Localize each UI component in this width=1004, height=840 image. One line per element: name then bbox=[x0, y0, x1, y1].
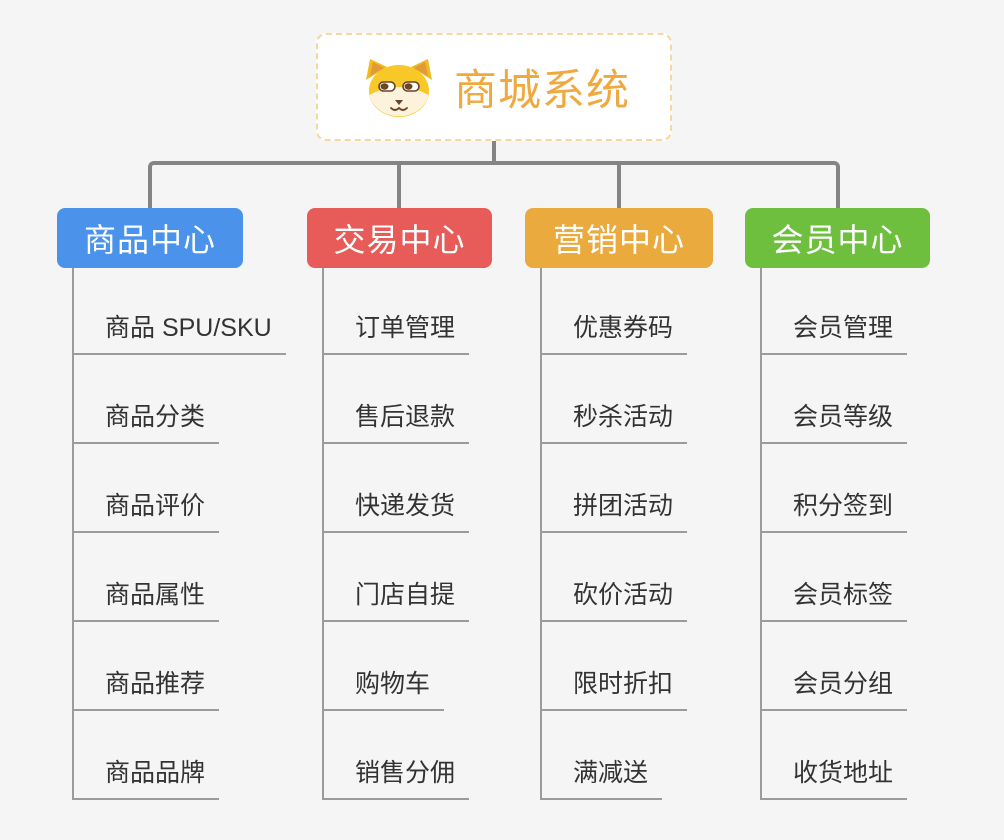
root-title: 商城系统 bbox=[454, 67, 630, 115]
branch-children-connector-line bbox=[72, 268, 74, 799]
child-node[interactable]: 商品 SPU/SKU bbox=[72, 309, 286, 355]
branch-drop-connector bbox=[397, 165, 401, 208]
child-node[interactable]: 快递发货 bbox=[322, 487, 470, 533]
child-node[interactable]: 拼团活动 bbox=[540, 487, 688, 533]
branch-drop-connector bbox=[617, 165, 621, 208]
root-node[interactable]: 商城系统 bbox=[316, 33, 672, 141]
branch-label: 商品中心 bbox=[83, 222, 216, 258]
branch-node-4[interactable]: 会员中心 bbox=[745, 208, 930, 268]
child-node[interactable]: 秒杀活动 bbox=[540, 398, 688, 444]
branch-label: 营销中心 bbox=[552, 222, 685, 258]
child-node[interactable]: 销售分佣 bbox=[322, 754, 470, 800]
branch-children-connector-line bbox=[760, 268, 762, 799]
root-stem-connector bbox=[492, 141, 496, 165]
dog-face-icon bbox=[366, 59, 432, 117]
branch-children-connector-line bbox=[322, 268, 324, 799]
child-node[interactable]: 限时折扣 bbox=[540, 665, 688, 711]
child-node[interactable]: 商品评价 bbox=[72, 487, 220, 533]
child-node[interactable]: 砍价活动 bbox=[540, 576, 688, 622]
bus-elbow-left-connector bbox=[148, 161, 494, 208]
bus-elbow-right-connector bbox=[494, 161, 840, 208]
branch-node-2[interactable]: 交易中心 bbox=[307, 208, 492, 268]
child-node[interactable]: 满减送 bbox=[540, 754, 663, 800]
child-node[interactable]: 收货地址 bbox=[760, 754, 908, 800]
child-node[interactable]: 售后退款 bbox=[322, 398, 470, 444]
child-node[interactable]: 积分签到 bbox=[760, 487, 908, 533]
child-node[interactable]: 购物车 bbox=[322, 665, 445, 711]
child-node[interactable]: 会员标签 bbox=[760, 576, 908, 622]
child-node[interactable]: 商品品牌 bbox=[72, 754, 220, 800]
child-node[interactable]: 商品推荐 bbox=[72, 665, 220, 711]
child-node[interactable]: 会员分组 bbox=[760, 665, 908, 711]
child-node[interactable]: 会员等级 bbox=[760, 398, 908, 444]
branch-children-connector-line bbox=[540, 268, 542, 799]
child-node[interactable]: 会员管理 bbox=[760, 309, 908, 355]
branch-label: 会员中心 bbox=[771, 222, 904, 258]
child-node[interactable]: 商品分类 bbox=[72, 398, 220, 444]
branch-node-3[interactable]: 营销中心 bbox=[525, 208, 713, 268]
branch-node-1[interactable]: 商品中心 bbox=[57, 208, 243, 268]
child-node[interactable]: 优惠券码 bbox=[540, 309, 688, 355]
child-node[interactable]: 商品属性 bbox=[72, 576, 220, 622]
child-node[interactable]: 订单管理 bbox=[322, 309, 470, 355]
child-node[interactable]: 门店自提 bbox=[322, 576, 470, 622]
branch-label: 交易中心 bbox=[333, 222, 466, 258]
